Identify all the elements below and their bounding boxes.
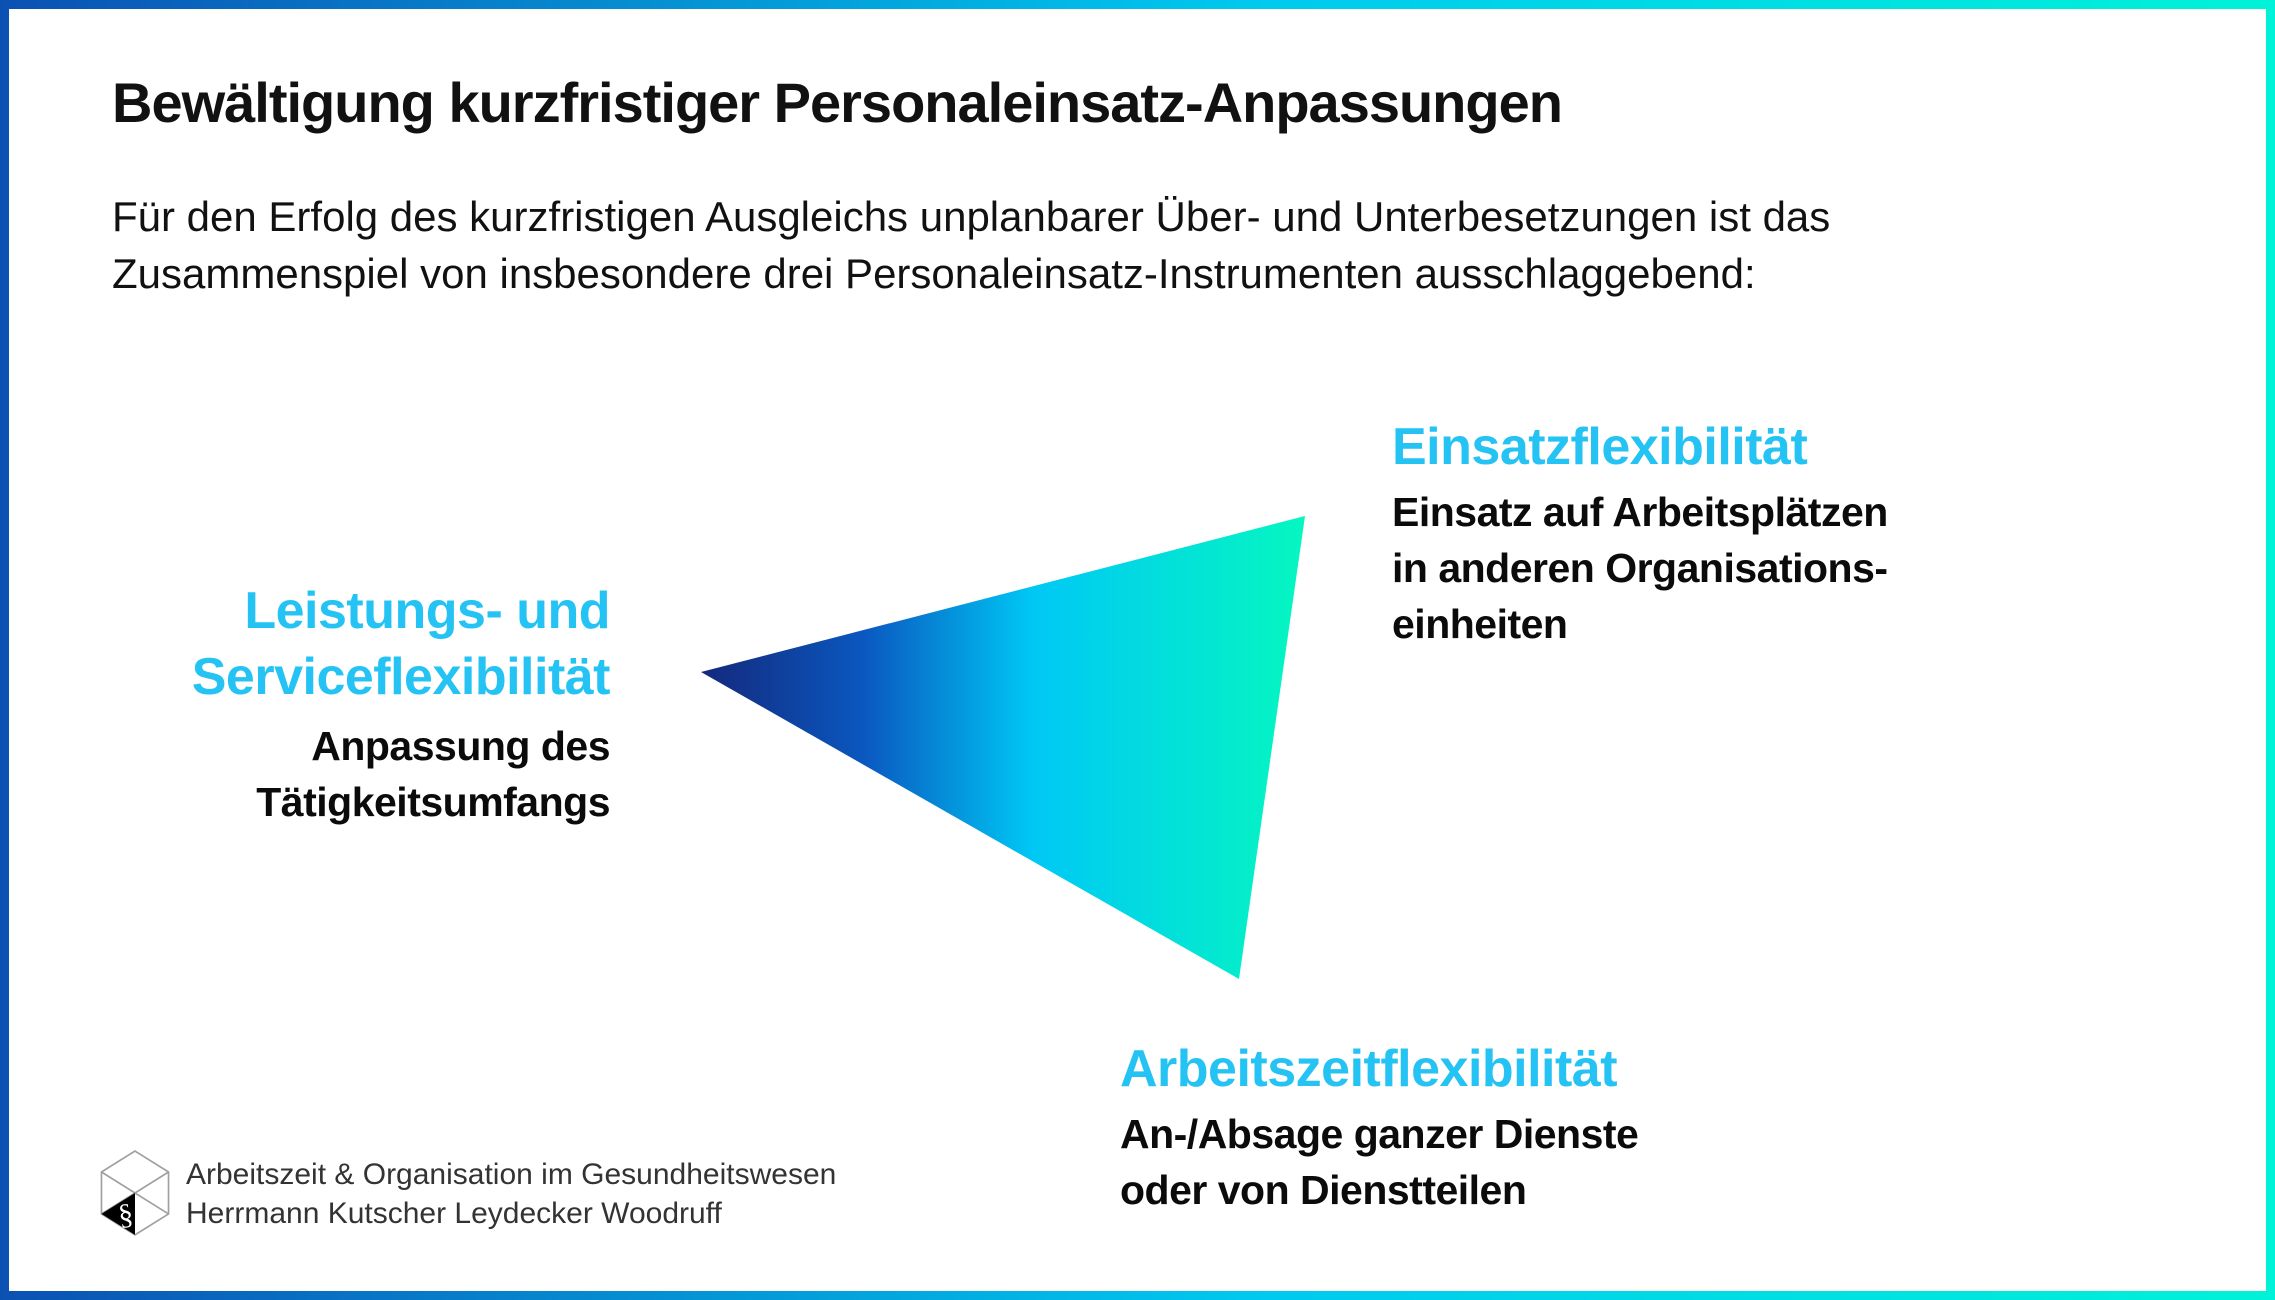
deployment-flexibility-heading: Einsatzflexibilität (1392, 418, 1808, 476)
label-deployment-flexibility: Einsatzflexibilität Einsatz auf Arbeitsp… (1392, 414, 1888, 652)
slide-title: Bewältigung kurzfristiger Personaleinsat… (112, 71, 1563, 134)
paragraph-symbol: § (116, 1198, 135, 1232)
intro-line-2: Zusammenspiel von insbesondere drei Pers… (112, 250, 1756, 297)
working-time-flexibility-description: An-/Absage ganzer Dienste oder von Diens… (1120, 1106, 1639, 1218)
label-service-flexibility: Leistungs- und Serviceflexibilität Anpas… (191, 578, 611, 830)
deployment-flexibility-description: Einsatz auf Arbeitsplätzen in anderen Or… (1392, 484, 1888, 652)
heading-line-2: Serviceflexibilität (191, 648, 611, 706)
cube-paragraph-logo-icon: § (100, 1150, 170, 1236)
service-flexibility-description: Anpassung des Tätigkeitsumfangs (192, 718, 610, 830)
desc-line-2: Tätigkeitsumfangs (256, 779, 610, 825)
desc-line-2: oder von Dienstteilen (1120, 1167, 1527, 1213)
label-working-time-flexibility: Arbeitszeitflexibilität An-/Absage ganze… (1120, 1036, 1639, 1218)
working-time-flexibility-heading: Arbeitszeitflexibilität (1120, 1040, 1618, 1098)
footer-text: Arbeitszeit & Organisation im Gesundheit… (186, 1155, 836, 1233)
desc-line-1: Anpassung des (311, 723, 610, 769)
desc-line-3: einheiten (1392, 601, 1568, 647)
footer-branding: § Arbeitszeit & Organisation im Gesundhe… (100, 1150, 836, 1238)
footer-line-1: Arbeitszeit & Organisation im Gesundheit… (186, 1158, 837, 1191)
intro-paragraph: Für den Erfolg des kurzfristigen Ausglei… (112, 188, 1830, 302)
desc-line-1: Einsatz auf Arbeitsplätzen (1392, 489, 1888, 535)
heading-line-1: Leistungs- und (244, 582, 610, 640)
desc-line-2: in anderen Organisations- (1392, 545, 1888, 591)
footer-line-2: Herrmann Kutscher Leydecker Woodruff (186, 1197, 722, 1230)
logo-black-triangle (101, 1192, 135, 1235)
desc-line-1: An-/Absage ganzer Dienste (1120, 1111, 1639, 1157)
service-flexibility-heading: Leistungs- und Serviceflexibilität (191, 578, 611, 710)
intro-line-1: Für den Erfolg des kurzfristigen Ausglei… (112, 193, 1831, 240)
